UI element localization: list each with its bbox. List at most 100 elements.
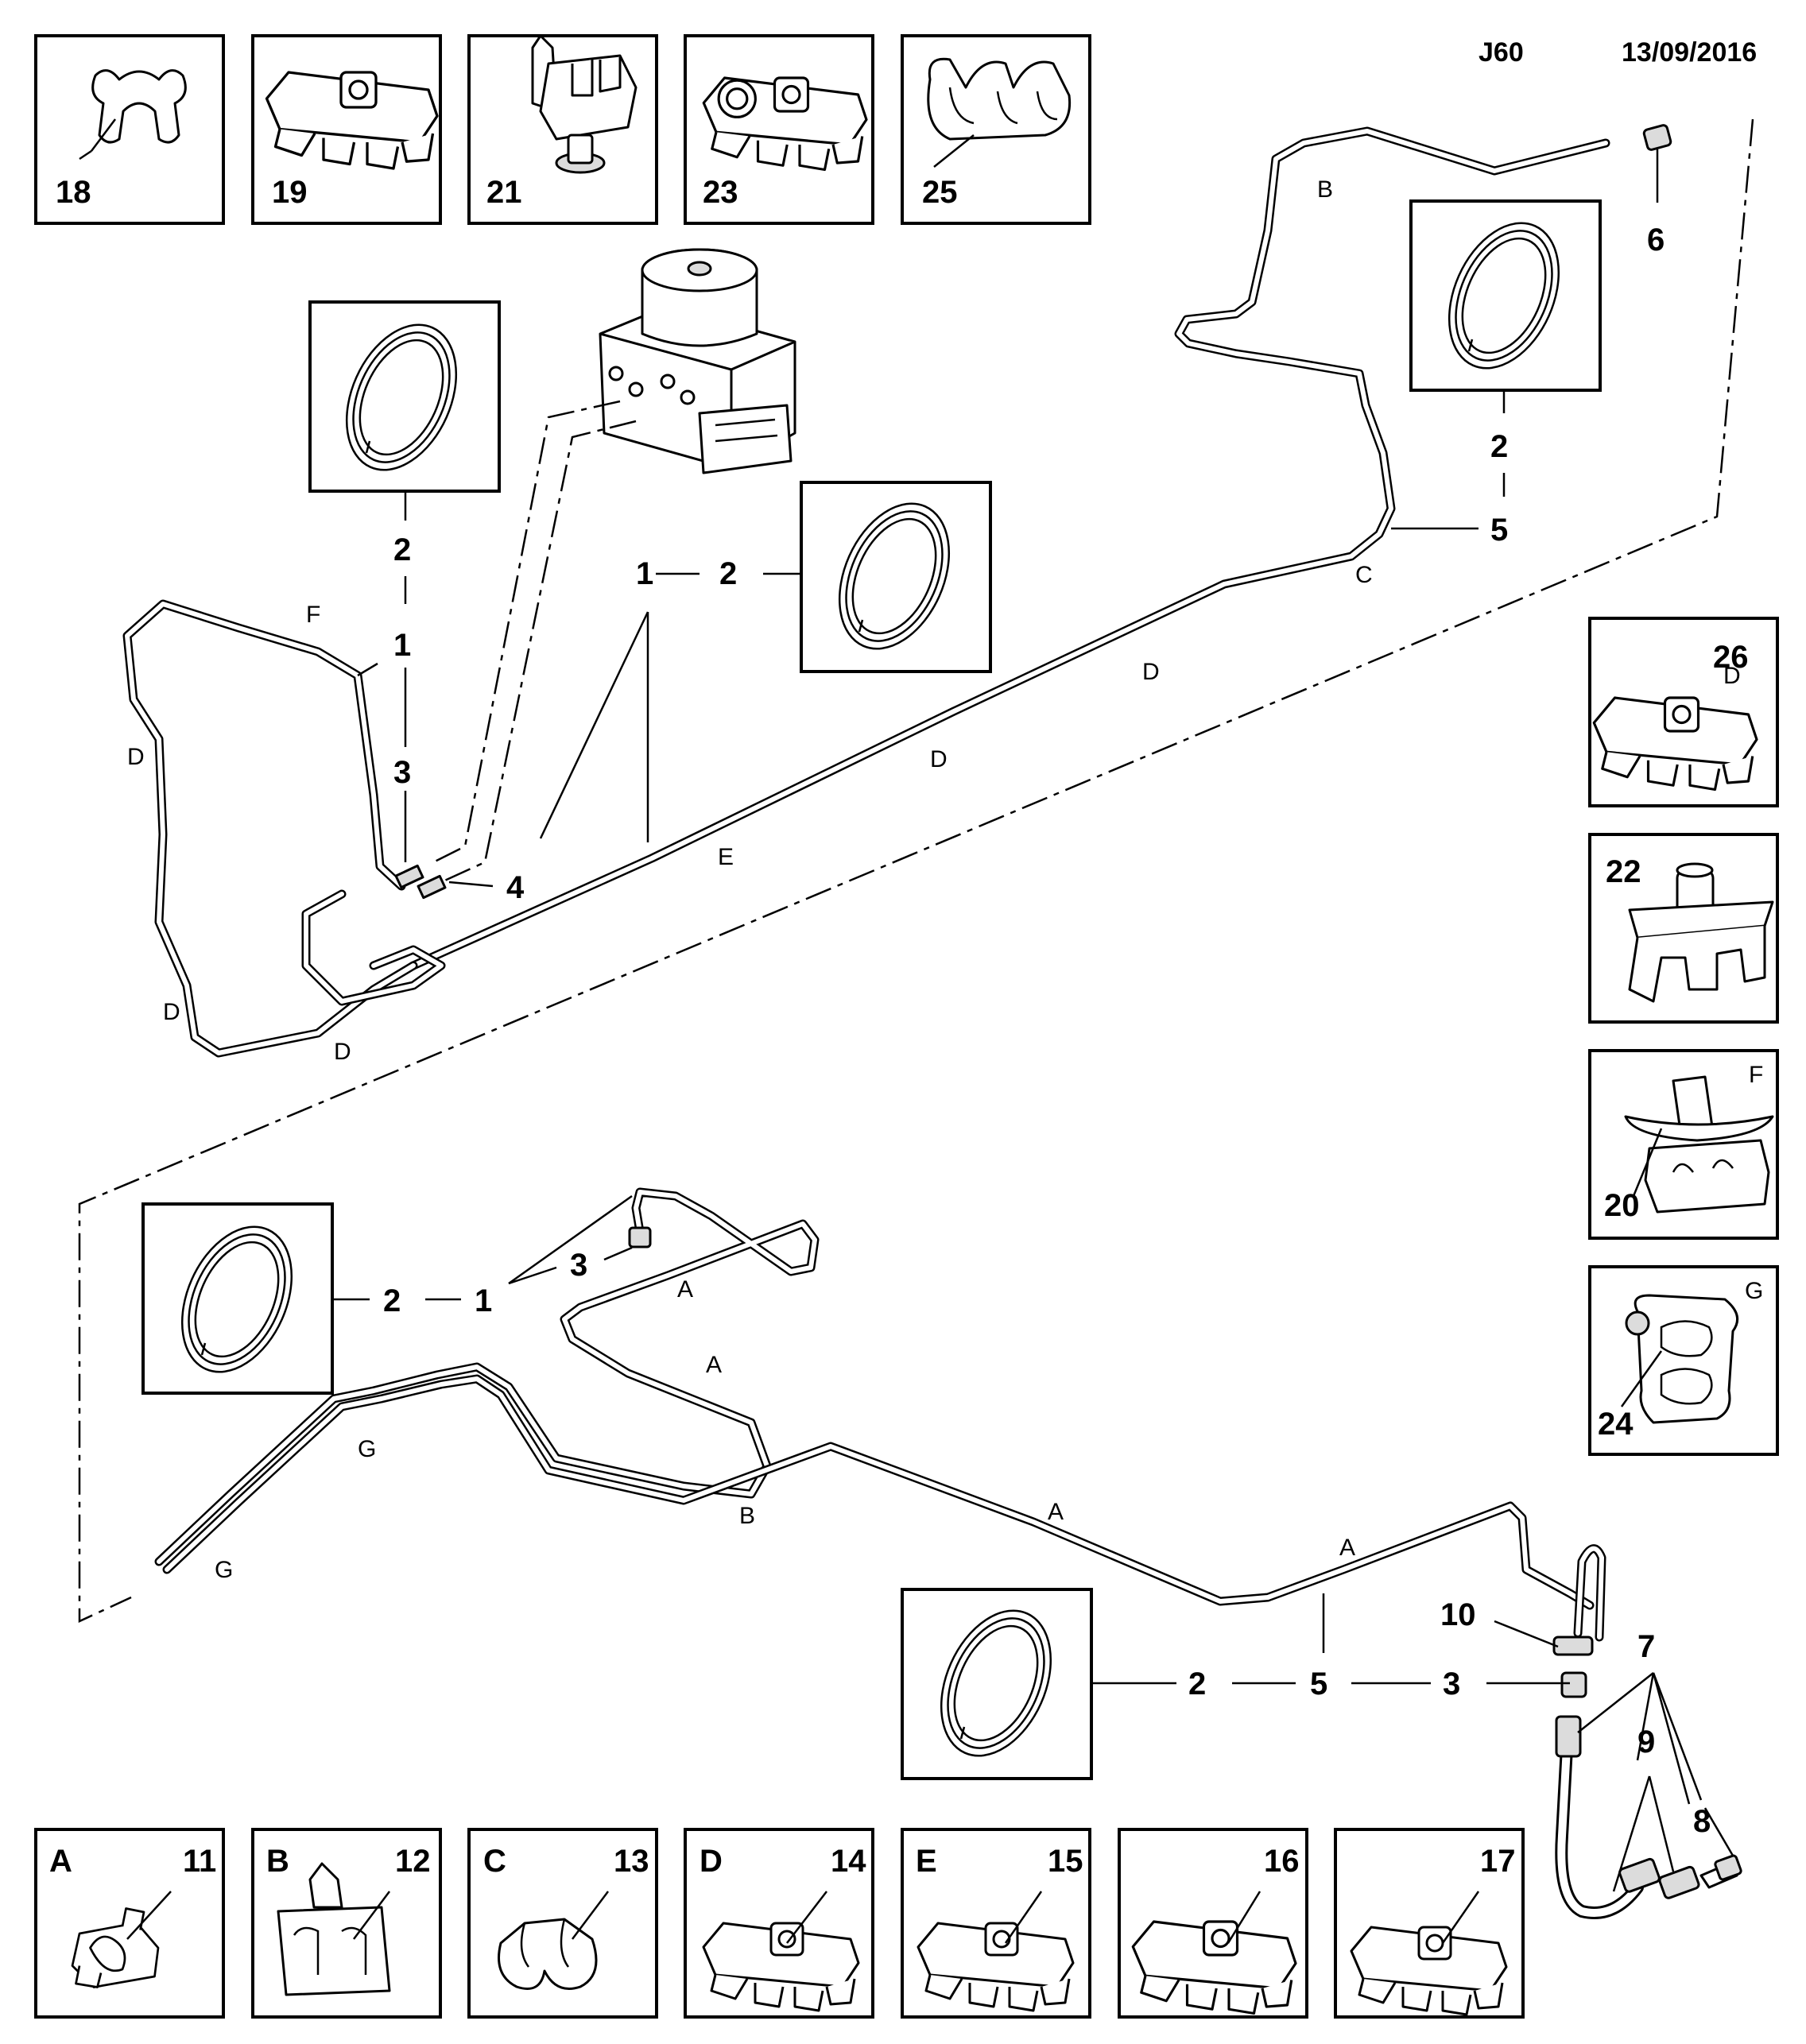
clip-icon	[498, 1918, 598, 1990]
callout-number: 3	[1443, 1667, 1460, 1701]
clip-letter: F	[306, 602, 320, 628]
bottom-part-17[interactable]: 17	[1334, 1828, 1525, 2019]
callout-number: 8	[1693, 1804, 1711, 1839]
bottom-part-12[interactable]: B 12	[251, 1828, 442, 2019]
brake-hose-icon	[1555, 1715, 1742, 1919]
clip-holder-icon	[702, 76, 868, 172]
clip-letter: G	[1745, 1278, 1763, 1304]
part-number: 13	[614, 1844, 649, 1879]
clip-letter: C	[483, 1844, 506, 1879]
clip-letter: B	[266, 1844, 289, 1879]
callout-number: 7	[1637, 1629, 1655, 1664]
clip-letter: D	[700, 1844, 723, 1879]
clip-letter: A	[1339, 1535, 1355, 1561]
top-part-21[interactable]: 21	[467, 34, 658, 225]
diagram-code: J60	[1479, 37, 1524, 68]
clip-letter: E	[916, 1844, 937, 1879]
clip-letter: C	[1355, 562, 1373, 588]
coil-box-upper-mid[interactable]	[800, 481, 992, 673]
top-part-25[interactable]: 25	[901, 34, 1091, 225]
callout-number: 2	[393, 532, 411, 567]
right-part-20[interactable]: F 20	[1588, 1049, 1779, 1240]
clip-letter: D	[334, 1039, 351, 1065]
part-number: 12	[395, 1844, 431, 1879]
upper-brake-pipes	[122, 124, 1672, 1058]
callout-number: 3	[393, 755, 411, 790]
clip-letter: B	[739, 1503, 755, 1529]
part-number: 21	[486, 175, 522, 210]
callout-number: 6	[1647, 223, 1665, 257]
right-part-24[interactable]: G 24	[1588, 1265, 1779, 1456]
diagram-date: 13/09/2016	[1622, 37, 1757, 68]
clip-holder-icon	[927, 57, 1072, 168]
callout-number: 4	[506, 870, 525, 905]
clip-letter: D	[1142, 659, 1160, 685]
clip-letter: A	[49, 1844, 72, 1879]
clip-letter: G	[215, 1557, 233, 1583]
abs-modulator-icon	[599, 248, 796, 474]
right-part-26[interactable]: 26	[1588, 617, 1779, 807]
dash-diagonal-long	[78, 118, 1754, 1623]
callout-number: 9	[1637, 1725, 1655, 1759]
part-number: 17	[1480, 1844, 1516, 1879]
callout-number: 5	[1490, 513, 1508, 548]
coil-box-lower-right[interactable]	[901, 1588, 1093, 1780]
top-part-19[interactable]: 19	[251, 34, 442, 225]
part-number: 26	[1713, 640, 1749, 675]
right-part-22[interactable]: 22	[1588, 833, 1779, 1024]
clip-letter: A	[706, 1352, 722, 1378]
bottom-part-15[interactable]: E 15	[901, 1828, 1091, 2019]
top-part-18[interactable]: 18	[34, 34, 225, 225]
clip-letter: D	[127, 744, 145, 770]
callout-number: 2	[1188, 1667, 1206, 1701]
part-number: 25	[922, 175, 958, 210]
callout-number: 1	[636, 556, 653, 591]
part-number: 20	[1604, 1188, 1640, 1223]
clip-letter: D	[930, 746, 948, 772]
clip-letter: A	[1048, 1499, 1064, 1525]
clip-icon	[531, 34, 638, 174]
callout-number: 2	[719, 556, 737, 591]
clip-icon	[79, 69, 187, 161]
part-number: 19	[272, 175, 308, 210]
part-number: 11	[183, 1844, 216, 1879]
clip-letter: F	[1749, 1062, 1763, 1088]
part-number: 22	[1606, 854, 1641, 889]
coil-box-upper-left[interactable]	[308, 300, 501, 493]
callout-number: 1	[393, 628, 411, 663]
part-number: 18	[56, 175, 91, 210]
clip-letter: G	[358, 1436, 376, 1462]
lower-brake-pipes	[154, 1187, 1606, 1698]
part-number: 16	[1264, 1844, 1300, 1879]
clip-letter: A	[677, 1276, 693, 1303]
part-number: 23	[703, 175, 738, 210]
clip-position-letters: B C D D E D F D D D A A G B A A G	[127, 176, 1741, 1583]
bottom-part-13[interactable]: C 13	[467, 1828, 658, 2019]
coil-box-upper-right[interactable]	[1409, 199, 1602, 392]
callout-number: 10	[1440, 1597, 1476, 1632]
clip-letter: D	[1723, 663, 1741, 689]
bottom-part-16[interactable]: 16	[1118, 1828, 1308, 2019]
clip-letter: D	[163, 999, 180, 1025]
clip-letter: E	[718, 844, 734, 870]
part-number: 14	[831, 1844, 866, 1879]
callout-number: 3	[570, 1248, 587, 1283]
leader-lines	[332, 149, 1734, 1892]
clip-icon	[1624, 1075, 1774, 1214]
coil-box-lower-left[interactable]	[141, 1202, 334, 1395]
callout-numbers: 2 1 3 4 1 2 2 5 6 2 1 3 2 5 3 10 7 9 8	[383, 223, 1711, 1839]
clip-letter: B	[1317, 176, 1333, 203]
bottom-part-11[interactable]: A 11	[34, 1828, 225, 2019]
dash-abs-left-2	[440, 420, 637, 884]
clip-icon	[1628, 862, 1774, 1003]
callout-number: 5	[1310, 1667, 1327, 1701]
bottom-part-14[interactable]: D 14	[684, 1828, 874, 2019]
clip-icon	[1625, 1294, 1739, 1424]
part-number: 15	[1048, 1844, 1083, 1879]
callout-number: 2	[1490, 429, 1508, 464]
callout-number: 1	[475, 1283, 492, 1318]
top-part-23[interactable]: 23	[684, 34, 874, 225]
callout-number: 2	[383, 1283, 401, 1318]
dash-abs-left-1	[432, 400, 621, 864]
